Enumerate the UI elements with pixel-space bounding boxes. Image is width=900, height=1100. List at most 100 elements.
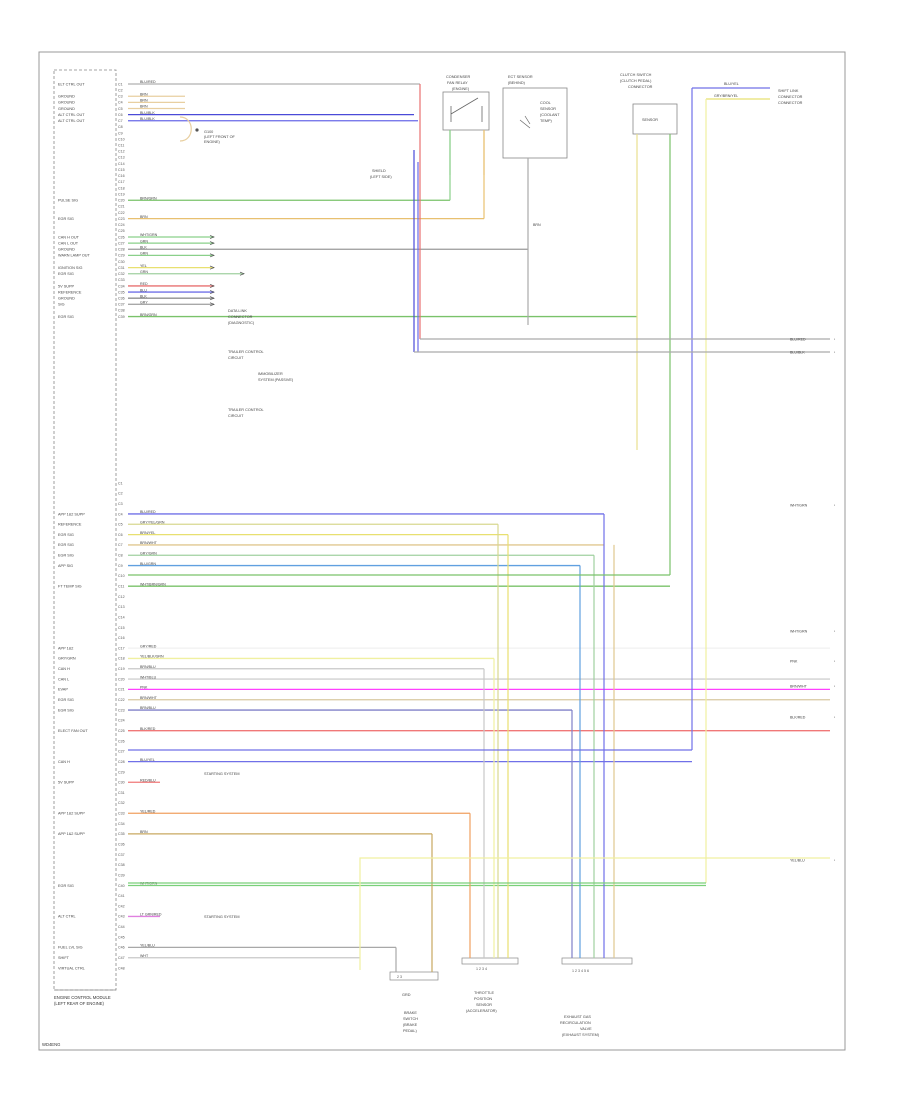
pin-number: C39 <box>118 873 125 877</box>
shift-link-wire-2: GRY/BRN/YEL <box>714 94 738 98</box>
wire-color: WHT/GRN <box>140 233 158 237</box>
egr-pins: 1 2 3 4 5 6 <box>572 969 589 973</box>
pin-row: C18 <box>118 186 125 190</box>
pin-number: C12 <box>118 595 125 599</box>
continuation-marker: › <box>834 715 836 719</box>
arrow-icon <box>209 290 215 295</box>
pin-label: APP 1&2 SUPP <box>58 512 85 516</box>
ground-note-1: G100 <box>204 130 213 134</box>
pin-number: C23 <box>118 708 125 712</box>
pin-number: C13 <box>118 605 125 609</box>
wire-color: GRN <box>140 252 148 256</box>
wire-color: PNK <box>140 686 148 690</box>
pin-row: C14 <box>118 162 125 166</box>
pin-row: C15 <box>118 626 125 630</box>
pin-number: C1 <box>118 481 123 485</box>
relay-box <box>442 91 490 131</box>
pin-row: C42 <box>118 904 125 908</box>
pin-number: C3 <box>118 502 123 506</box>
shift-link-wire-1: BLU/YEL <box>724 82 739 86</box>
wire-color: BLU/BLK <box>140 117 155 121</box>
cmp-title-1: CLUTCH SWITCH <box>620 73 652 77</box>
pin-row: C24 <box>118 719 125 723</box>
pin-label: EVAP <box>58 688 68 692</box>
pin-number: C47 <box>118 956 125 960</box>
pin-row: C27 <box>118 750 125 754</box>
brake-title-2: SWITCH <box>403 1017 418 1021</box>
pin-row: C12 <box>118 150 125 154</box>
pin-number: C19 <box>118 667 125 671</box>
pin-number: C38 <box>118 309 125 313</box>
pin-label: ELECT FAN OUT <box>58 729 88 733</box>
condenser-fan-relay: CONDENSER FAN RELAY (ENGINE) <box>442 75 490 175</box>
pin-number: C33 <box>118 278 125 282</box>
pin-number: C23 <box>118 217 125 221</box>
pin-number: C16 <box>118 636 125 640</box>
egr-title-2: RECIRCULATION <box>560 1021 591 1025</box>
pin-row: C17 <box>118 180 125 184</box>
wire-color: BLK <box>140 245 147 249</box>
pin-number: C33 <box>118 812 125 816</box>
pin-number: C2 <box>118 492 123 496</box>
pin-number: C10 <box>118 574 125 578</box>
pin-number: C8 <box>118 554 123 558</box>
pin-number: C34 <box>118 822 125 826</box>
wire-color: BLU <box>140 288 147 292</box>
pin-row: C11 <box>118 144 124 148</box>
wire-color: RED <box>140 282 148 286</box>
app-pins: 1 2 3 4 <box>476 967 487 971</box>
wire-color: BRN/YEL <box>140 531 155 535</box>
pin-label: ALT CTRL <box>58 915 76 919</box>
pin-number: C11 <box>118 144 124 148</box>
pin-label: GROUND <box>58 297 75 301</box>
pin-number: C34 <box>118 284 125 288</box>
ecm-caption-2: (LEFT REAR OF ENGINE) <box>54 1001 105 1006</box>
wire-color: BRN <box>140 105 148 109</box>
pin-number: C17 <box>118 180 125 184</box>
pin-number: C21 <box>118 205 125 209</box>
arrow-icon <box>209 302 215 307</box>
pin-number: C4 <box>118 512 123 516</box>
wire-reference-label: WHT/GRN <box>790 503 808 507</box>
wire-color: BRN <box>140 830 148 834</box>
pin-row: C14 <box>118 615 125 619</box>
trailer2-note-2: CIRCUIT <box>228 414 244 418</box>
trailer2-note-1: TRAILER CONTROL <box>228 408 264 412</box>
continuation-marker: › <box>834 629 836 633</box>
pin-number: C12 <box>118 150 125 154</box>
app-title-1: THROTTLE <box>474 991 495 995</box>
wire-color: YEL/BLU <box>140 944 155 948</box>
wire-color: GRN <box>140 239 148 243</box>
pin-label: GROUND <box>58 248 75 252</box>
pin-number: C32 <box>118 801 125 805</box>
ect-symbol <box>519 115 531 129</box>
continuation-marker: › <box>834 350 836 354</box>
continuation-marker: › <box>834 503 836 507</box>
pin-row: C36 <box>118 843 125 847</box>
pin-number: C40 <box>118 884 125 888</box>
pin-row: C1 <box>118 481 123 485</box>
wire-color: BLU/RED <box>140 80 156 84</box>
pin-row: C16 <box>118 174 125 178</box>
pin-number: C8 <box>118 125 123 129</box>
ect-sensor: ECT SENSOR (BEHIND) COOL SENSOR (COOLANT… <box>502 75 568 325</box>
ecm-caption-1: ENGINE CONTROL MODULE <box>54 995 111 1000</box>
pin-number: C48 <box>118 966 125 970</box>
pin-number: C24 <box>118 223 125 227</box>
pin-row: C15 <box>118 168 125 172</box>
